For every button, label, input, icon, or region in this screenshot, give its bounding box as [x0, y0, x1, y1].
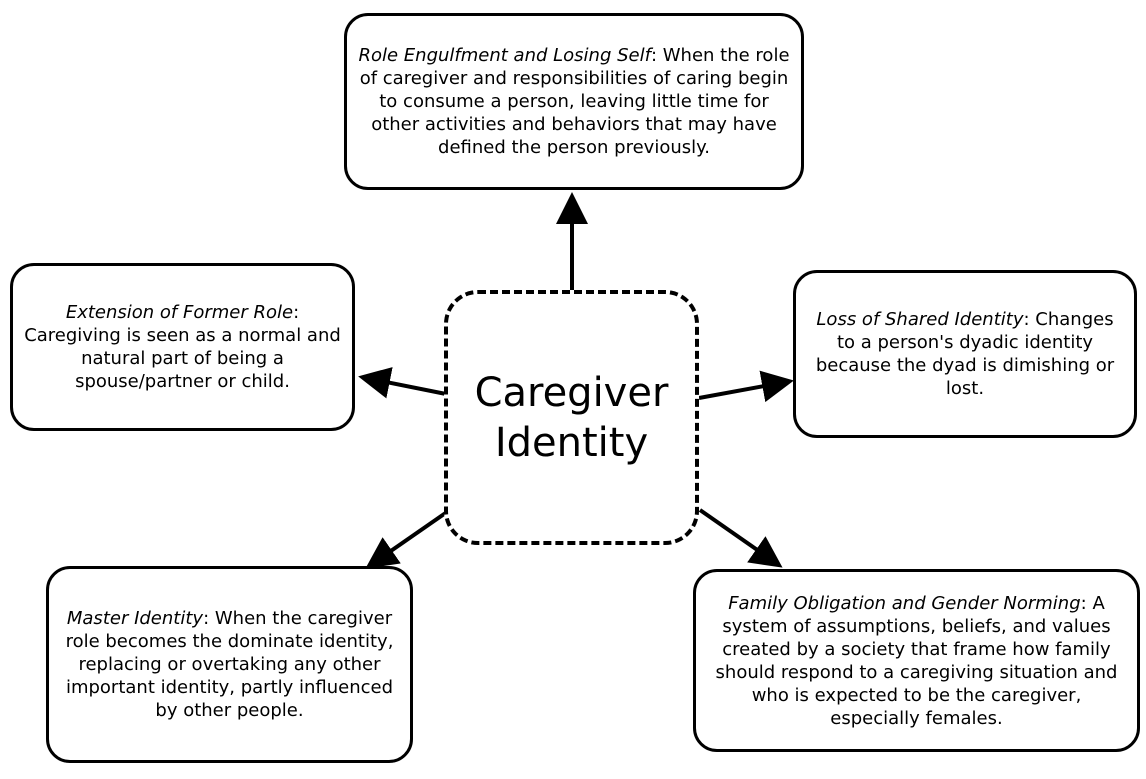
node-loss-of-shared-identity: Loss of Shared Identity: Changes to a pe…	[793, 270, 1137, 438]
node-description: Caregiving is seen as a normal and natur…	[24, 325, 341, 392]
arrow-to-right	[698, 370, 794, 403]
node-extension-of-former-role: Extension of Former Role: Caregiving is …	[10, 263, 355, 431]
center-node: Caregiver Identity	[444, 290, 699, 545]
node-description: Changes to a person's dyadic identity be…	[815, 309, 1115, 399]
arrow-to-bottom-right	[698, 508, 783, 568]
node-title: Master Identity	[66, 608, 204, 629]
title-separator: :	[203, 608, 210, 629]
node-description: When the caregiver role becomes the domi…	[65, 608, 394, 721]
node-title: Loss of Shared Identity	[816, 309, 1024, 330]
node-role-engulfment: Role Engulfment and Losing Self: When th…	[344, 13, 804, 190]
title-separator: :	[1080, 592, 1087, 614]
center-title: Caregiver Identity	[474, 369, 669, 466]
title-separator: :	[293, 302, 300, 323]
node-master-identity: Master Identity: When the caregiver role…	[46, 566, 413, 763]
node-title: Family Obligation and Gender Norming	[728, 592, 1081, 614]
title-separator: :	[1023, 309, 1030, 330]
node-family-obligation: Family Obligation and Gender Norming: A …	[693, 569, 1140, 752]
node-title: Role Engulfment and Losing Self	[358, 45, 651, 66]
node-description: A system of assumptions, beliefs, and va…	[715, 592, 1118, 729]
node-description: When the role of caregiver and responsib…	[359, 45, 790, 158]
title-separator: :	[650, 45, 658, 66]
node-title: Extension of Former Role	[65, 302, 294, 323]
arrow-to-left	[358, 367, 447, 399]
arrow-to-bottom-left	[365, 510, 449, 569]
